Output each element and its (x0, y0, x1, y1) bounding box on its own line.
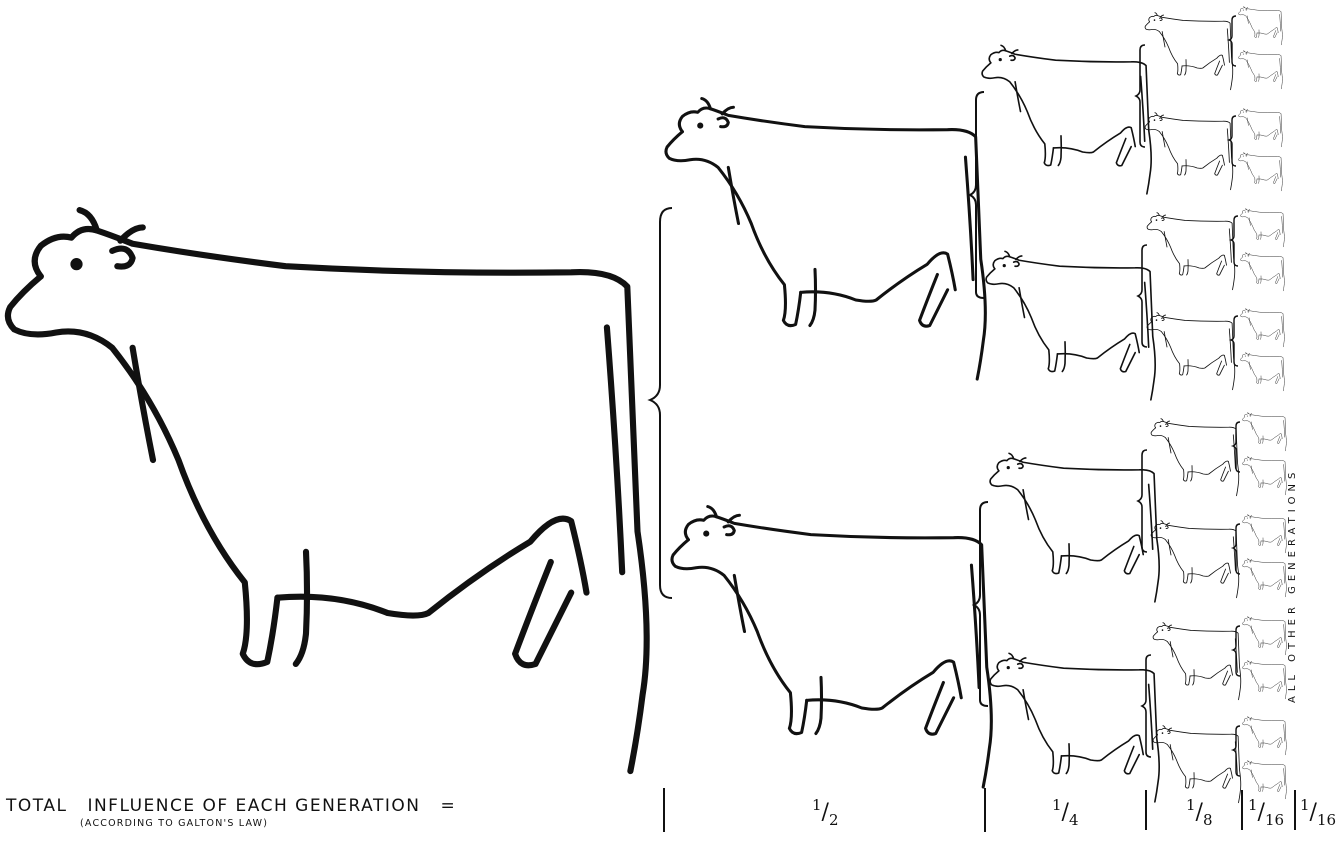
bracket-gen2-lower (974, 502, 988, 706)
influence-label: TOTAL INFLUENCE OF EACH GENERATION = (6, 796, 456, 816)
fraction-gen4: 1/16 (1248, 796, 1284, 829)
influence-text: INFLUENCE OF EACH GENERATION (87, 796, 420, 816)
grandparent-cow-2 (986, 251, 1155, 400)
galton-law-subtitle: (ACCORDING TO GALTON'S LAW) (80, 818, 268, 829)
grandparent-cow-1 (982, 45, 1151, 194)
all-other-generations-label: ALL OTHER GENERATIONS (1287, 410, 1307, 760)
dam-cow (672, 507, 991, 788)
main-bull (8, 210, 647, 771)
fraction-gen1: 1/2 (812, 796, 839, 829)
equals-sign: = (440, 796, 456, 816)
sire-cow (666, 99, 985, 380)
fraction-gen2: 1/4 (1052, 796, 1079, 829)
total-word: TOTAL (6, 796, 67, 816)
gen3-cows (1145, 13, 1241, 803)
gen4-cows (1239, 6, 1287, 799)
grandparent-cow-4 (990, 653, 1159, 802)
grandparent-cow-3 (990, 453, 1159, 601)
fraction-gen3: 1/8 (1186, 796, 1213, 829)
brackets-gen3 (1136, 45, 1151, 757)
bracket-gen1 (650, 208, 672, 598)
fraction-other-generations: 1/16 (1300, 796, 1336, 829)
